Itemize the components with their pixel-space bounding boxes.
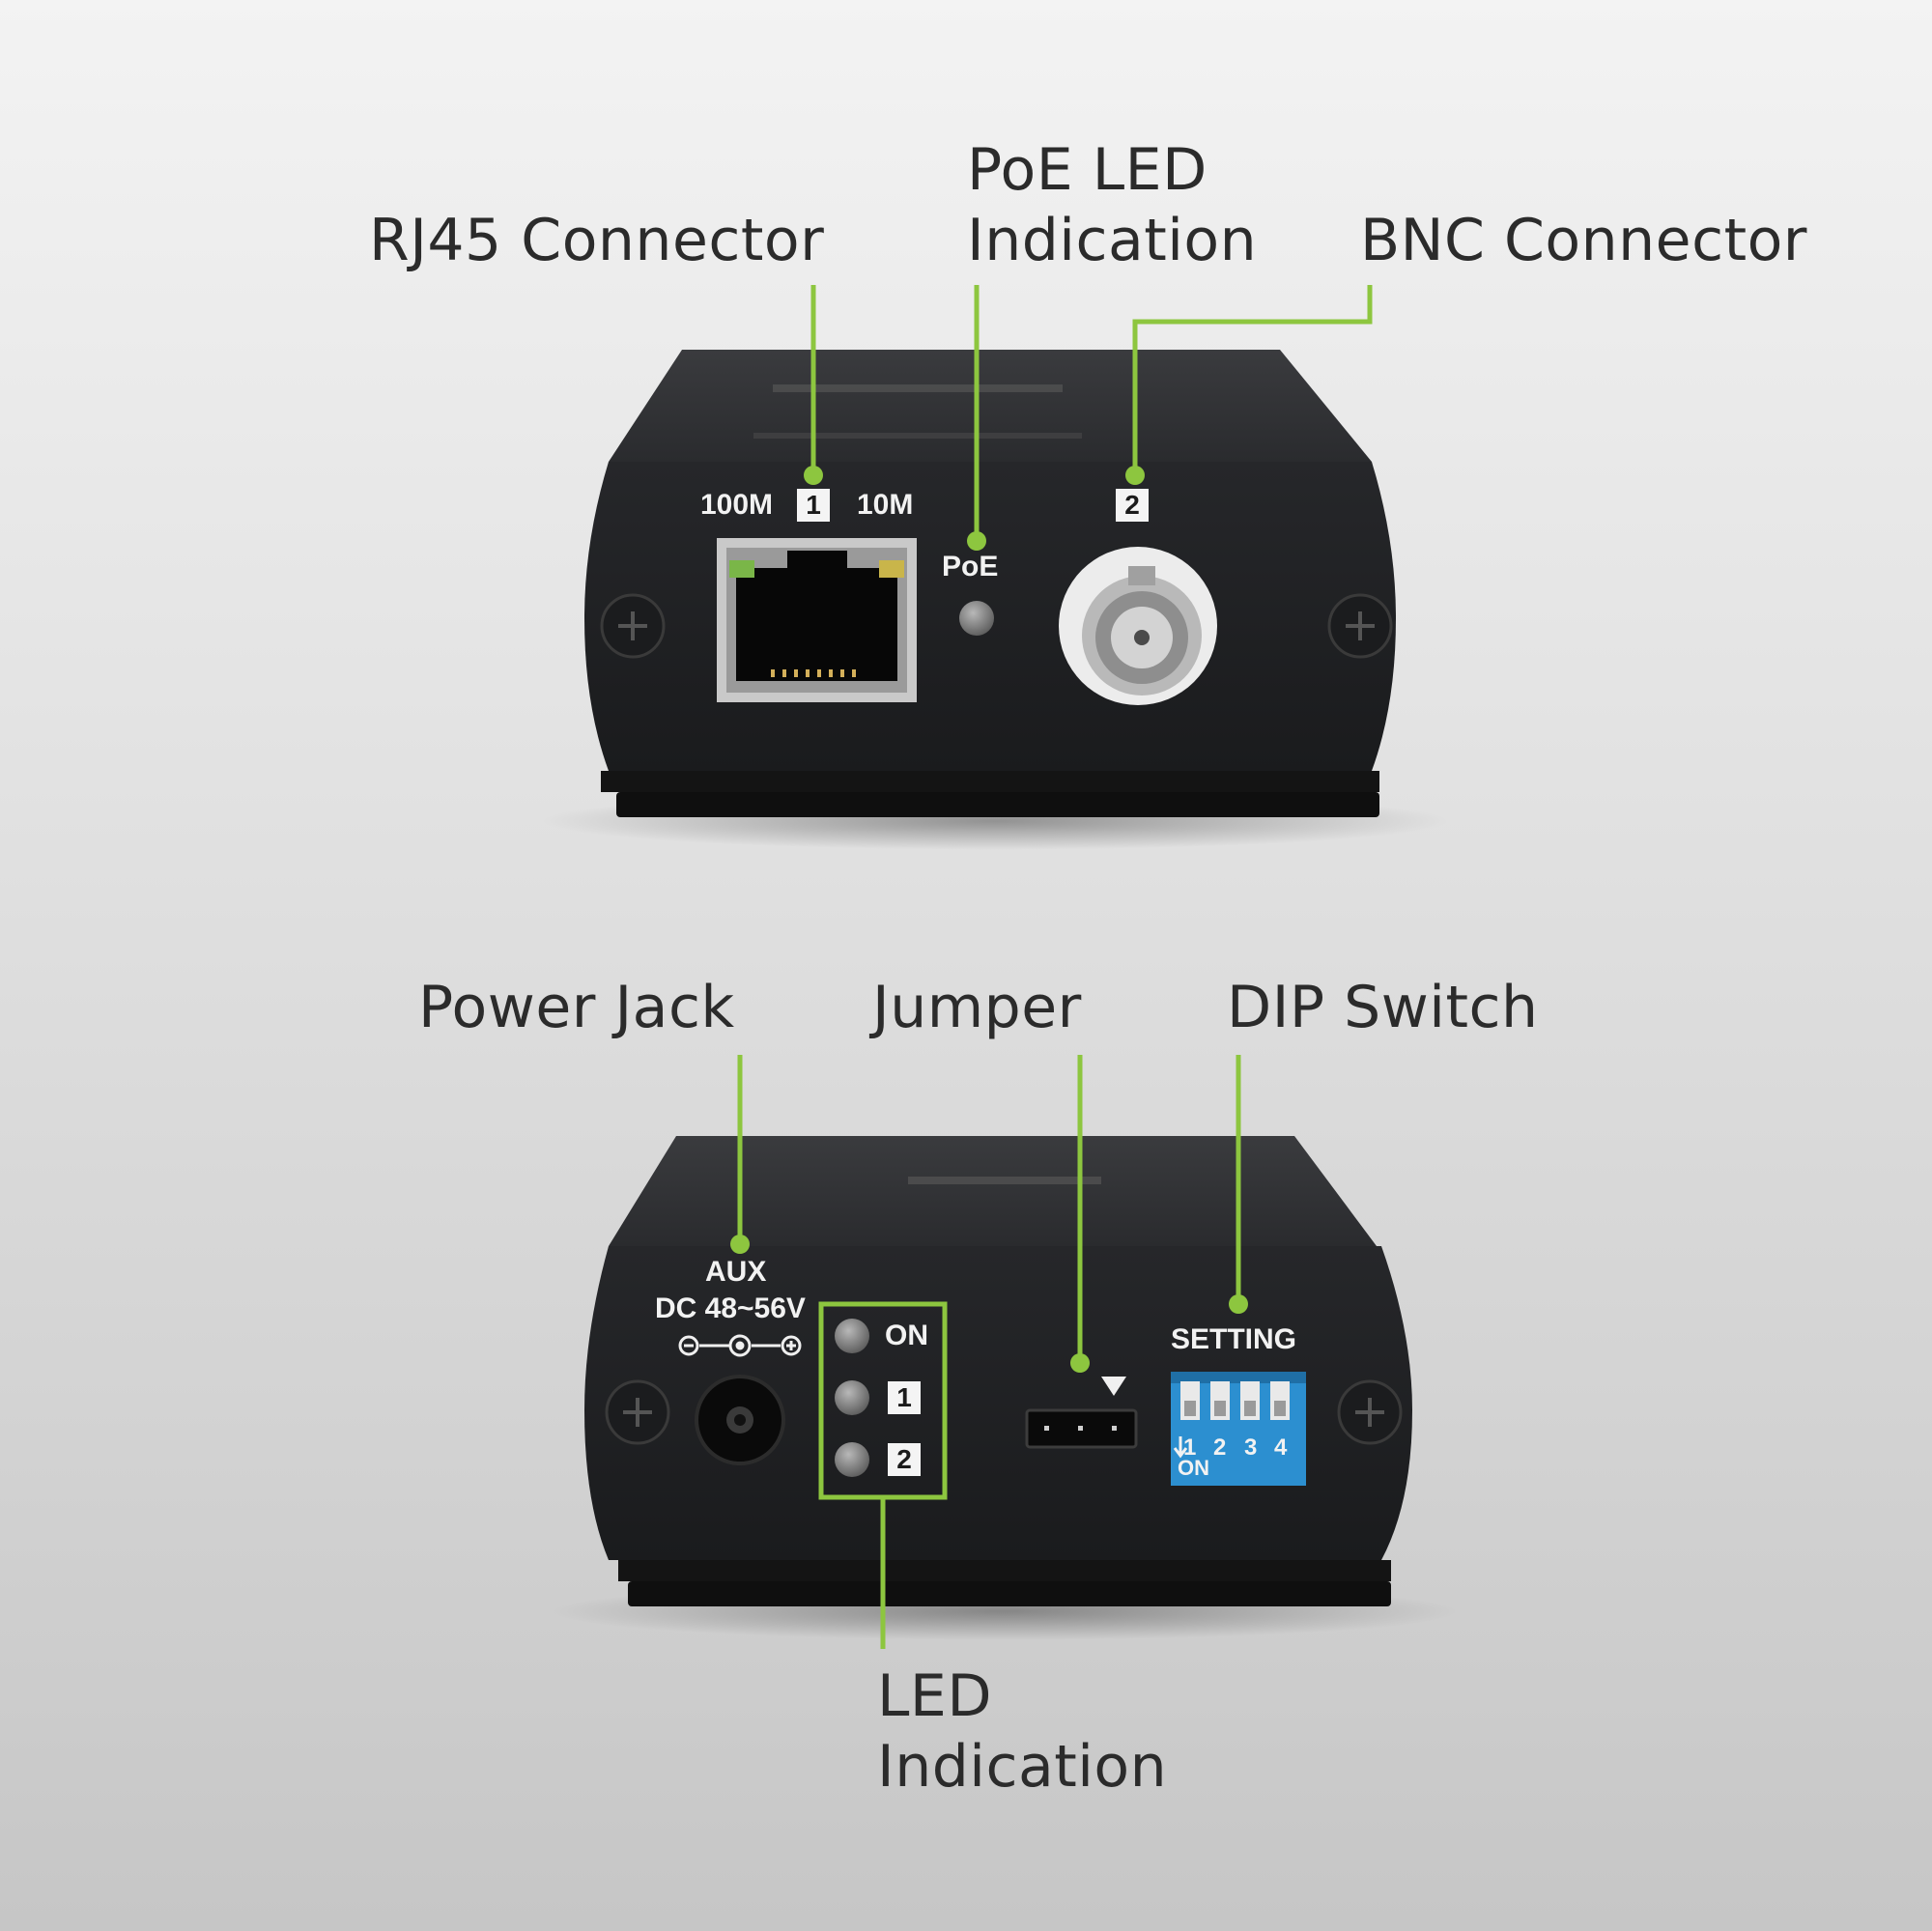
callout-dip-switch: DIP Switch xyxy=(1227,974,1539,1041)
dip-number-2: 2 xyxy=(1213,1434,1227,1461)
label-aux: AUX xyxy=(705,1256,767,1288)
screw-icon xyxy=(1327,593,1393,659)
screw-icon xyxy=(600,593,666,659)
dip-on-label: ON xyxy=(1178,1456,1209,1480)
jumper-arrow-icon xyxy=(1101,1377,1126,1396)
callout-power-jack: Power Jack xyxy=(418,974,735,1041)
port-1-badge: 1 xyxy=(797,489,830,522)
port-2-badge: 2 xyxy=(1116,489,1149,522)
front-device xyxy=(541,350,1449,850)
dip-number-3: 3 xyxy=(1244,1434,1258,1461)
screw-icon xyxy=(1337,1379,1403,1445)
callout-bnc-connector: BNC Connector xyxy=(1360,207,1807,274)
dip-switch xyxy=(1171,1372,1306,1486)
label-led-on: ON xyxy=(885,1320,928,1351)
bnc-leader-line xyxy=(1132,285,1373,475)
callout-poe-led-line1: PoE LED xyxy=(967,136,1208,204)
led-2-badge: 2 xyxy=(888,1443,921,1476)
callout-led-line2: Indication xyxy=(877,1733,1168,1801)
callout-led-line1: LED xyxy=(877,1662,993,1730)
callout-rj45-connector: RJ45 Connector xyxy=(369,207,825,274)
dip-on-arrow-icon xyxy=(1173,1436,1188,1459)
led-1-badge: 1 xyxy=(888,1381,921,1414)
power-jack xyxy=(695,1375,785,1465)
rj45-port xyxy=(717,538,917,702)
leader-dots xyxy=(730,466,1248,1373)
polarity-icon xyxy=(678,1334,802,1357)
label-10m: 10M xyxy=(857,489,914,521)
label-dc-rating: DC 48~56V xyxy=(655,1292,806,1324)
dip-number-1: 1 xyxy=(1183,1434,1197,1461)
led-1-indicator xyxy=(835,1380,869,1415)
dip-number-4: 4 xyxy=(1274,1434,1288,1461)
callout-jumper: Jumper xyxy=(872,974,1082,1041)
label-poe: PoE xyxy=(942,551,999,582)
poe-led xyxy=(959,601,994,636)
rear-device xyxy=(551,1136,1459,1640)
bnc-connector xyxy=(1059,547,1217,705)
leader-lines xyxy=(737,285,1373,1649)
screw-icon xyxy=(605,1379,670,1445)
led-2-indicator xyxy=(835,1442,869,1477)
label-setting: SETTING xyxy=(1171,1323,1297,1355)
jumper-header xyxy=(1025,1408,1138,1449)
led-on-indicator xyxy=(835,1319,869,1353)
callout-poe-led-line2: Indication xyxy=(967,207,1258,274)
label-100m: 100M xyxy=(700,489,774,521)
